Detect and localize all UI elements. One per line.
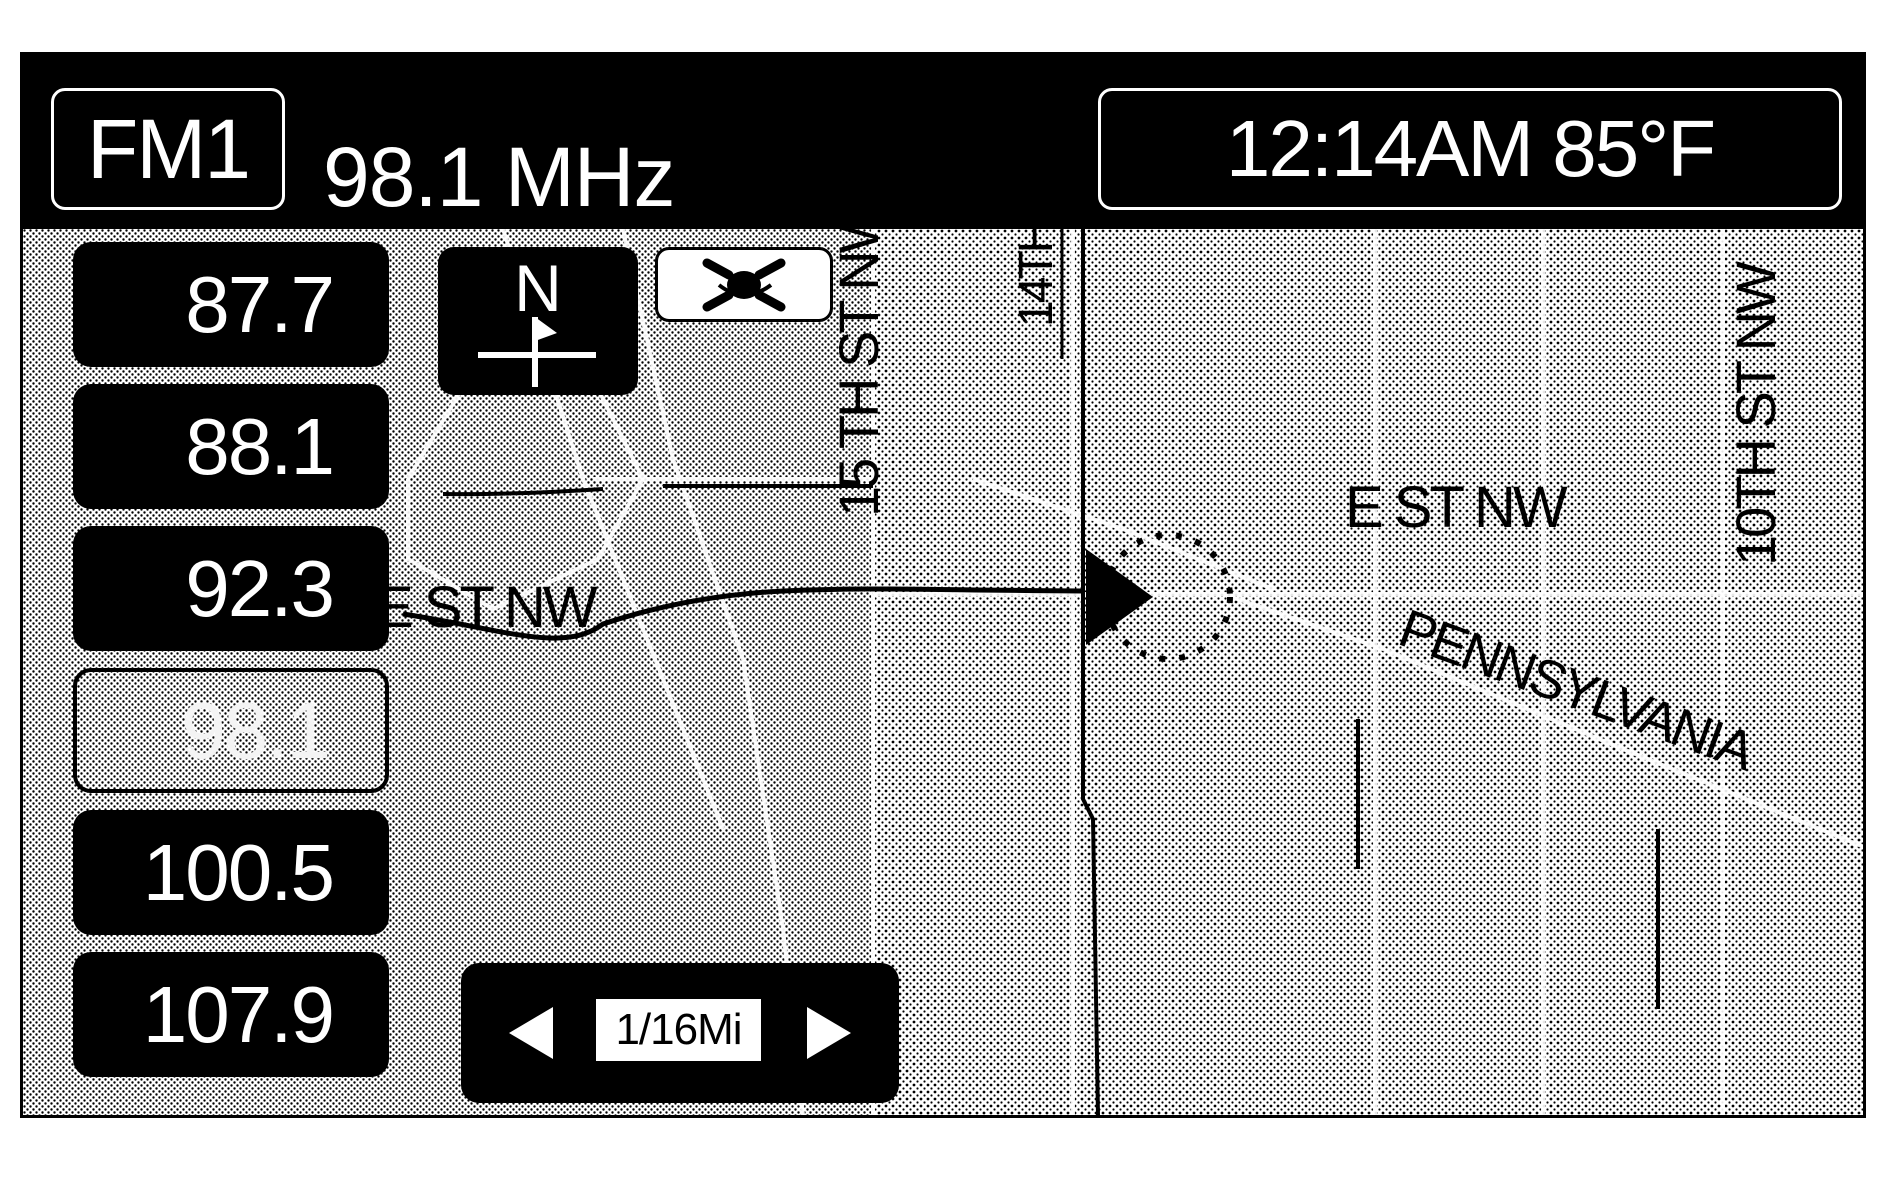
preset-button-1[interactable]: 87.7 [73, 242, 389, 367]
clock-temperature-display: 12:14AM 85°F [1098, 88, 1842, 210]
preset-label: 92.3 [185, 543, 335, 633]
map-scale-label: 1/16Mi [596, 999, 761, 1065]
preset-button-6[interactable]: 107.9 [73, 952, 389, 1077]
vehicle-position-arrow-icon [1086, 532, 1233, 662]
street-label-e-st-nw-left: E ST NW [375, 575, 598, 640]
right-arrow-icon[interactable] [799, 1001, 859, 1065]
street-label-15th-st-nw: 15 TH ST NW [827, 203, 890, 517]
preset-label: 107.9 [142, 969, 335, 1059]
preset-label: 88.1 [185, 401, 335, 491]
preset-button-5[interactable]: 100.5 [73, 810, 389, 935]
street-label-10th-st-nw: 10TH ST NW [1724, 264, 1787, 566]
street-label-e-st-nw-right: E ST NW [1345, 475, 1568, 540]
preset-label: 98.1 [181, 685, 331, 775]
satellite-icon [702, 258, 786, 311]
nav-radio-screen: E ST NW E ST NW 15 TH ST NW 14TH 10TH ST… [20, 52, 1866, 1118]
band-label: FM1 [87, 101, 251, 196]
status-bar: FM1 98.1 MHz 12:14AM 85°F [23, 55, 1863, 229]
satellite-button[interactable] [655, 247, 833, 322]
north-up-compass-icon [478, 317, 596, 387]
preset-label: 100.5 [142, 827, 335, 917]
street-label-14th: 14TH [1010, 221, 1063, 327]
map-scale-control: 1/16Mi [461, 963, 899, 1103]
frequency-display: 98.1 MHz [323, 130, 675, 224]
clock-label: 12:14AM 85°F [1225, 104, 1716, 193]
left-arrow-icon[interactable] [501, 1001, 561, 1065]
compass-button[interactable]: N [438, 247, 638, 395]
preset-button-3[interactable]: 92.3 [73, 526, 389, 651]
preset-label: 87.7 [185, 259, 335, 349]
compass-north-label: N [514, 251, 562, 325]
band-button[interactable]: FM1 [51, 88, 285, 210]
preset-button-2[interactable]: 88.1 [73, 384, 389, 509]
preset-button-4-selected[interactable]: 98.1 [73, 668, 389, 793]
